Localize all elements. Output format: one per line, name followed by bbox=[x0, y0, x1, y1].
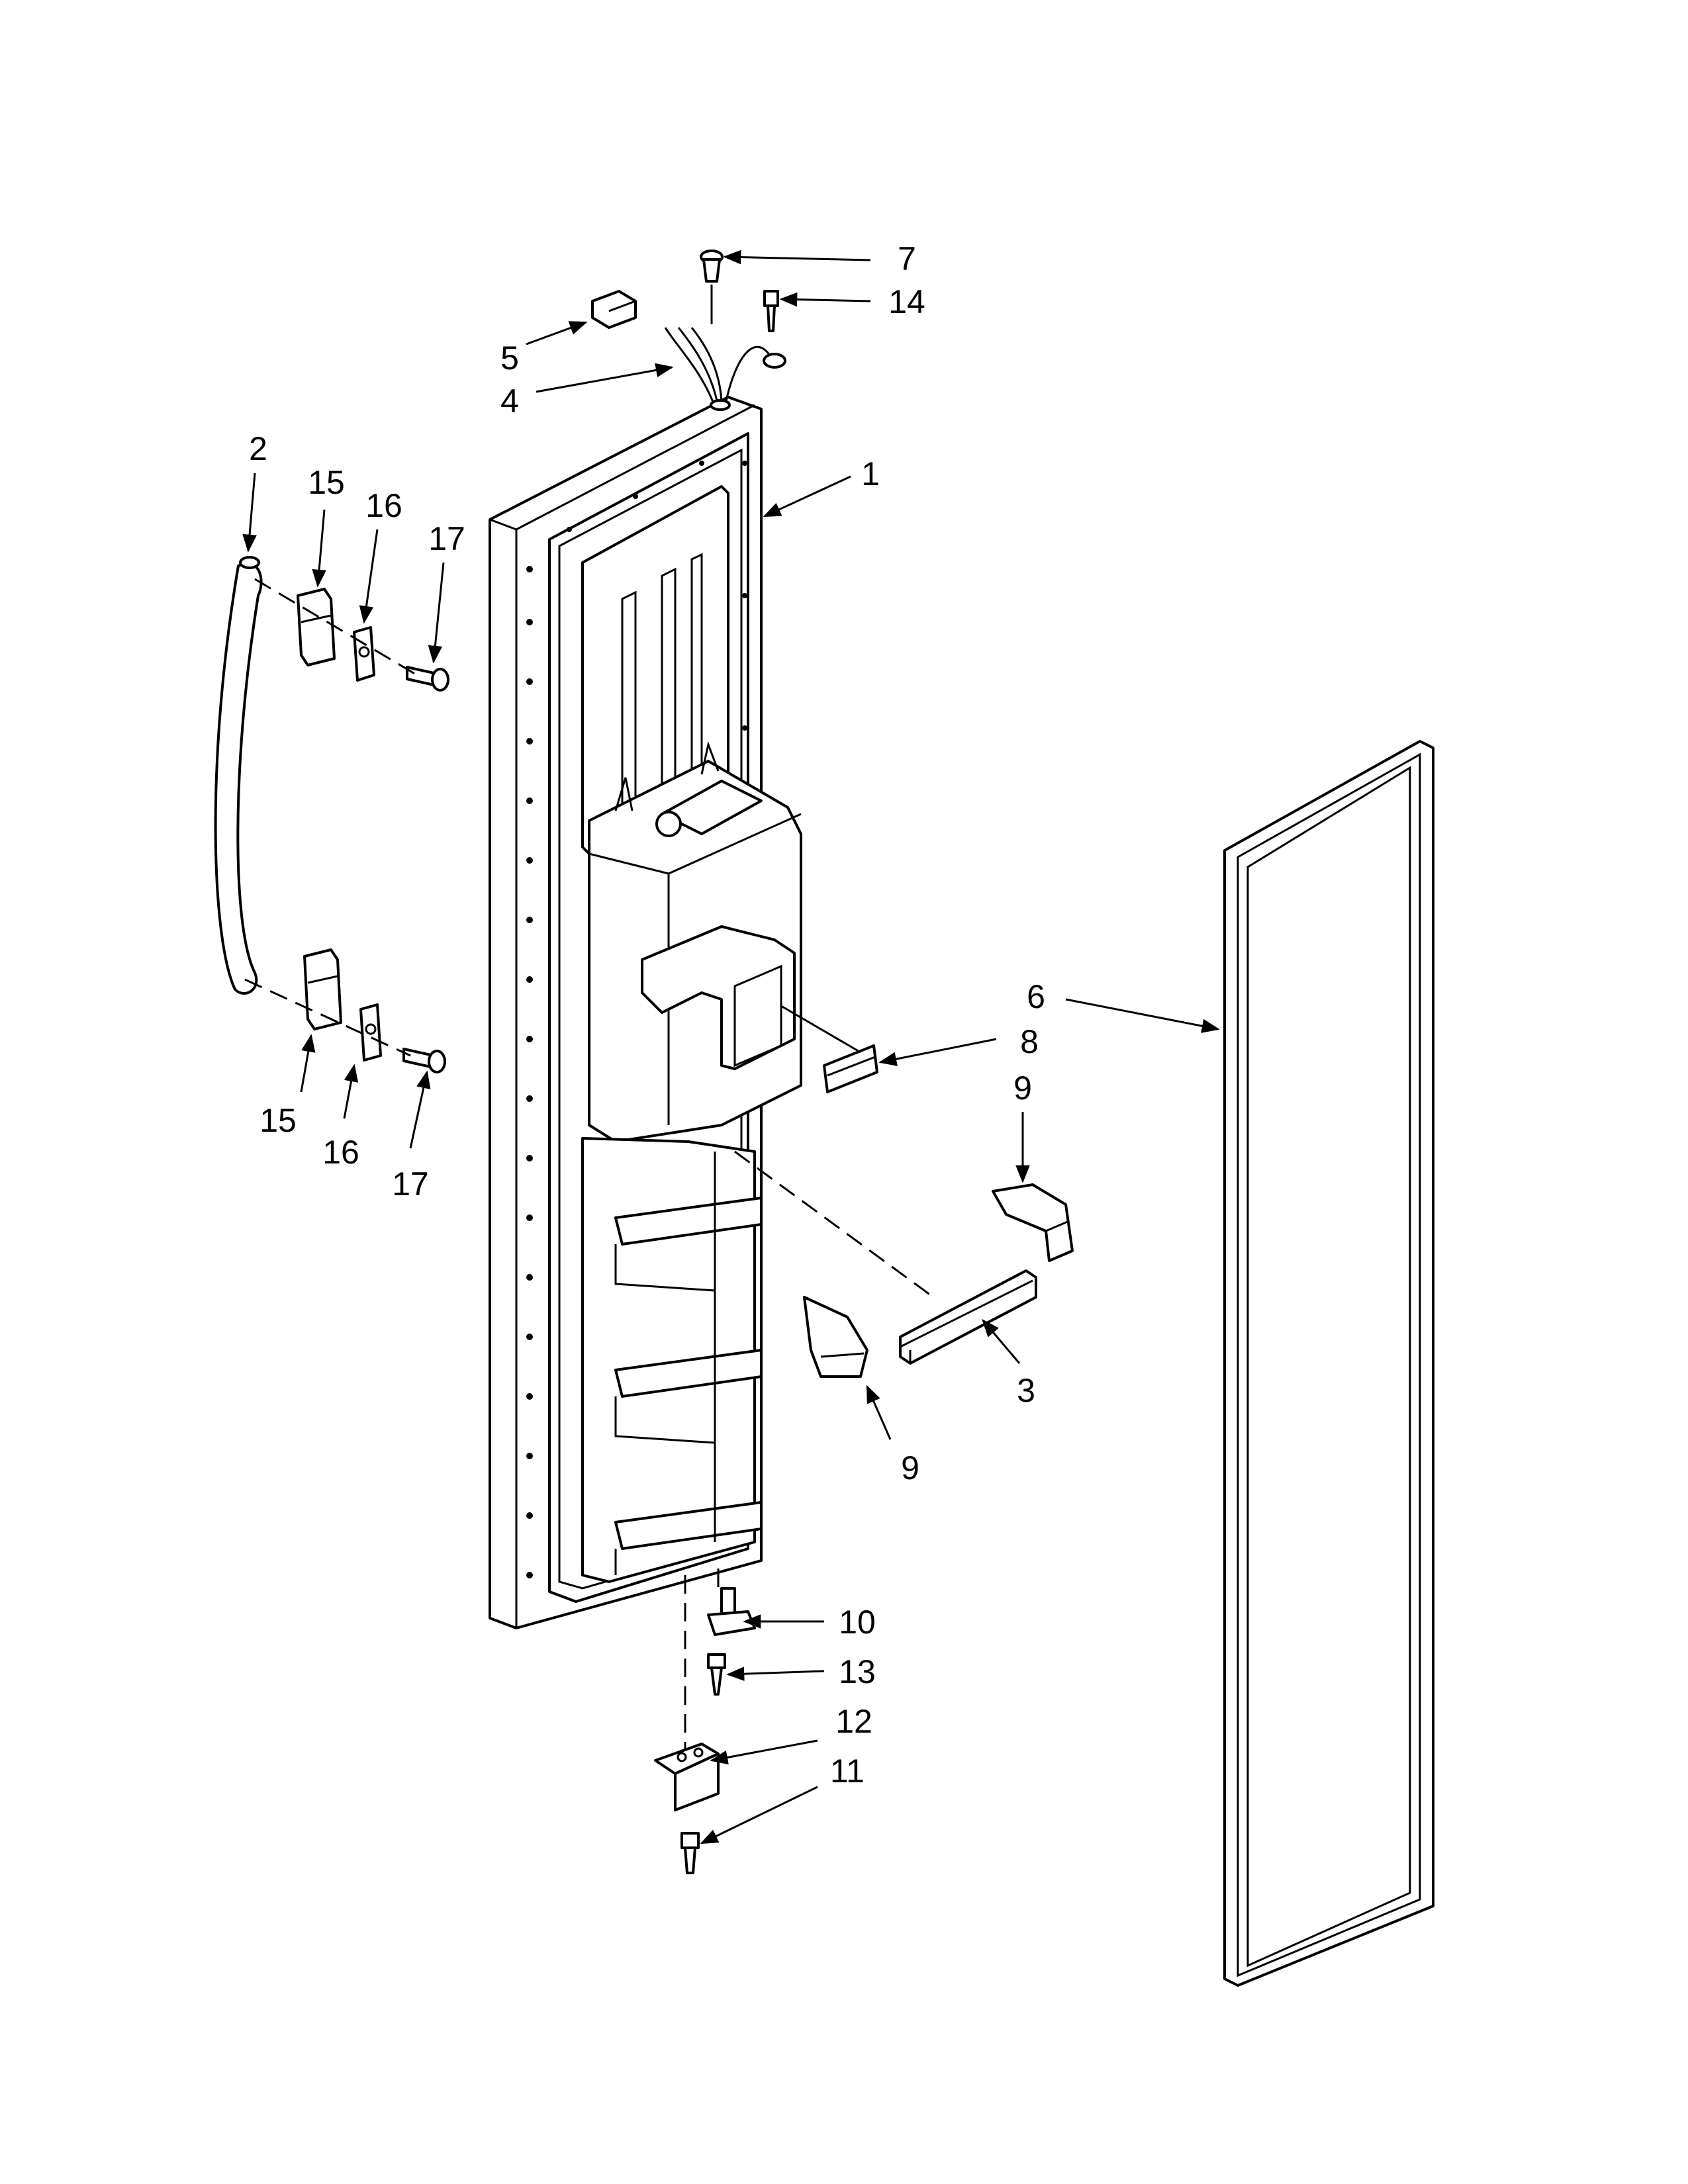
callout-15-lower: 15 bbox=[259, 1102, 297, 1139]
door-assembly bbox=[489, 396, 802, 1629]
callout-16-upper: 16 bbox=[365, 487, 402, 524]
trim-part-3 bbox=[899, 1269, 1037, 1365]
callout-15-upper: 15 bbox=[308, 464, 345, 501]
handle bbox=[214, 556, 263, 995]
callout-3: 3 bbox=[1017, 1372, 1035, 1409]
screw-part-14 bbox=[763, 290, 779, 332]
callout-12: 12 bbox=[835, 1703, 872, 1740]
hinge-pin-part-10 bbox=[707, 1587, 756, 1636]
callout-9-upper: 9 bbox=[1013, 1069, 1032, 1107]
screw-upper bbox=[406, 666, 449, 692]
screw-lower bbox=[402, 1048, 446, 1073]
end-cap-part-9-lower bbox=[803, 1296, 868, 1378]
handle-mount-upper bbox=[297, 588, 336, 666]
leader-lines bbox=[242, 250, 1220, 1844]
screw-part-13 bbox=[707, 1653, 726, 1696]
callout-10: 10 bbox=[839, 1604, 876, 1641]
callout-5: 5 bbox=[500, 340, 519, 377]
connector-part-5 bbox=[591, 290, 637, 329]
callout-13: 13 bbox=[839, 1653, 876, 1690]
door-gasket bbox=[1223, 740, 1434, 1987]
door-bins bbox=[581, 1137, 763, 1583]
callout-14: 14 bbox=[888, 283, 925, 320]
clip-upper bbox=[353, 626, 375, 682]
switch-part-7 bbox=[700, 250, 724, 324]
door-rivets bbox=[526, 461, 747, 1578]
callout-1: 1 bbox=[861, 455, 880, 492]
callout-6: 6 bbox=[1027, 978, 1045, 1015]
wire-harness-part-4 bbox=[664, 327, 786, 411]
callout-2: 2 bbox=[249, 430, 267, 467]
callout-17-lower: 17 bbox=[392, 1165, 429, 1203]
callout-9-lower: 9 bbox=[901, 1449, 919, 1486]
callout-16-lower: 16 bbox=[322, 1134, 359, 1171]
end-cap-part-9-upper bbox=[992, 1183, 1074, 1262]
callout-11: 11 bbox=[830, 1752, 865, 1790]
trim-part-8 bbox=[823, 1044, 878, 1093]
callout-labels: 7 14 5 4 1 2 15 16 17 6 8 9 15 16 17 3 9… bbox=[249, 240, 1045, 1790]
screw-part-11 bbox=[680, 1832, 700, 1874]
clip-lower bbox=[359, 1003, 382, 1062]
callout-7: 7 bbox=[898, 240, 916, 277]
callout-17-upper: 17 bbox=[428, 520, 465, 557]
callout-4: 4 bbox=[500, 383, 519, 420]
callout-8: 8 bbox=[1020, 1023, 1039, 1060]
handle-mount-lower bbox=[303, 948, 342, 1030]
hinge-part-12 bbox=[654, 1743, 720, 1811]
